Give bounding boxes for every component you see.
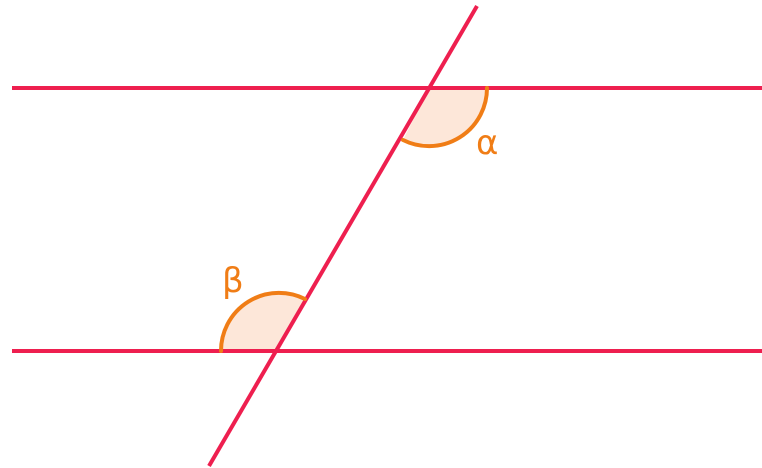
- angle-beta-label: β: [222, 261, 244, 301]
- angle-alpha-arc: [401, 86, 490, 149]
- angle-alpha-label: α: [476, 123, 498, 163]
- transversal-line: [207, 4, 479, 468]
- angle-alpha-fill: [403, 88, 488, 147]
- angle-beta-arc: [218, 290, 307, 353]
